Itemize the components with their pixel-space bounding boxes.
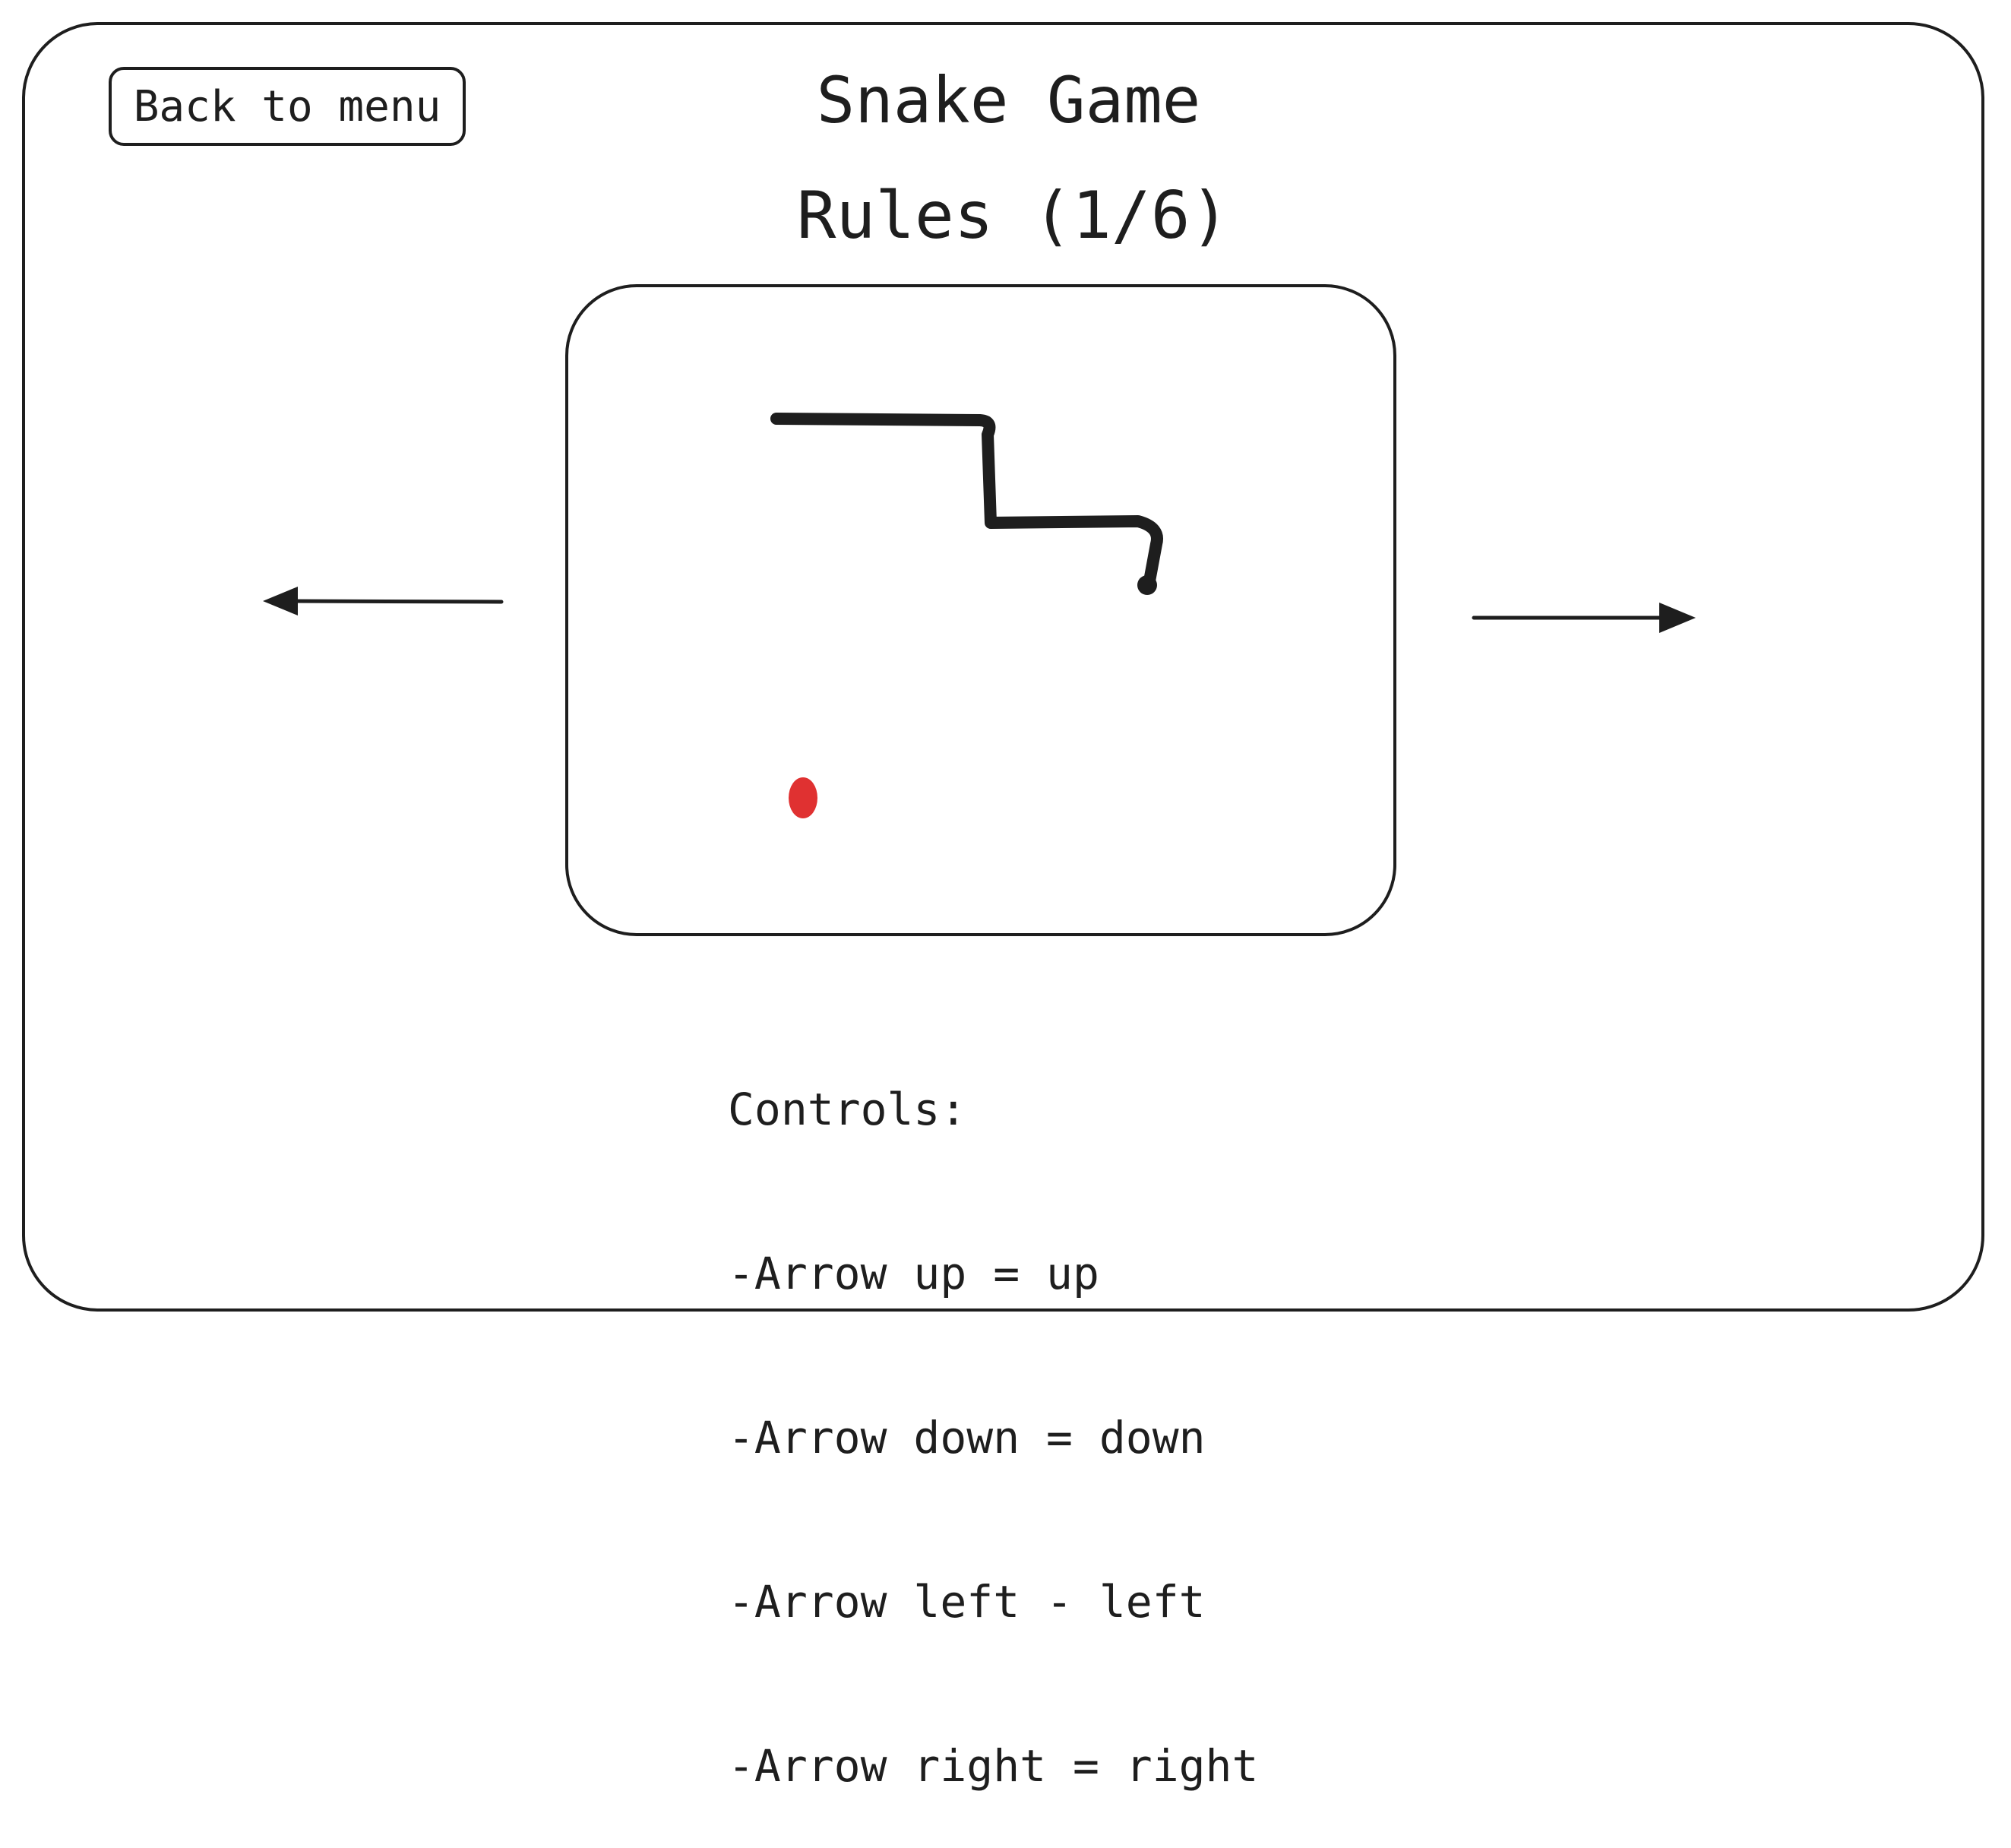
rules-page-title: Rules (1/6) — [796, 178, 1230, 254]
control-line: -Arrow up = up — [728, 1248, 1099, 1299]
controls-help-text: Controls: -Arrow up = up -Arrow down = d… — [728, 973, 1258, 1848]
back-to-menu-button[interactable]: Back to menu — [109, 67, 466, 146]
control-line: -Arrow right = right — [728, 1740, 1259, 1792]
control-line: -Arrow left - left — [728, 1576, 1206, 1628]
control-line: -Arrow down = down — [728, 1412, 1206, 1464]
arrow-right-icon[interactable] — [1465, 585, 1712, 646]
game-preview-panel — [565, 284, 1396, 936]
arrow-left-icon[interactable] — [254, 571, 512, 632]
rules-screen-frame — [22, 22, 1984, 1312]
controls-heading: Controls: — [728, 1084, 967, 1135]
game-title: Snake Game — [816, 63, 1201, 138]
